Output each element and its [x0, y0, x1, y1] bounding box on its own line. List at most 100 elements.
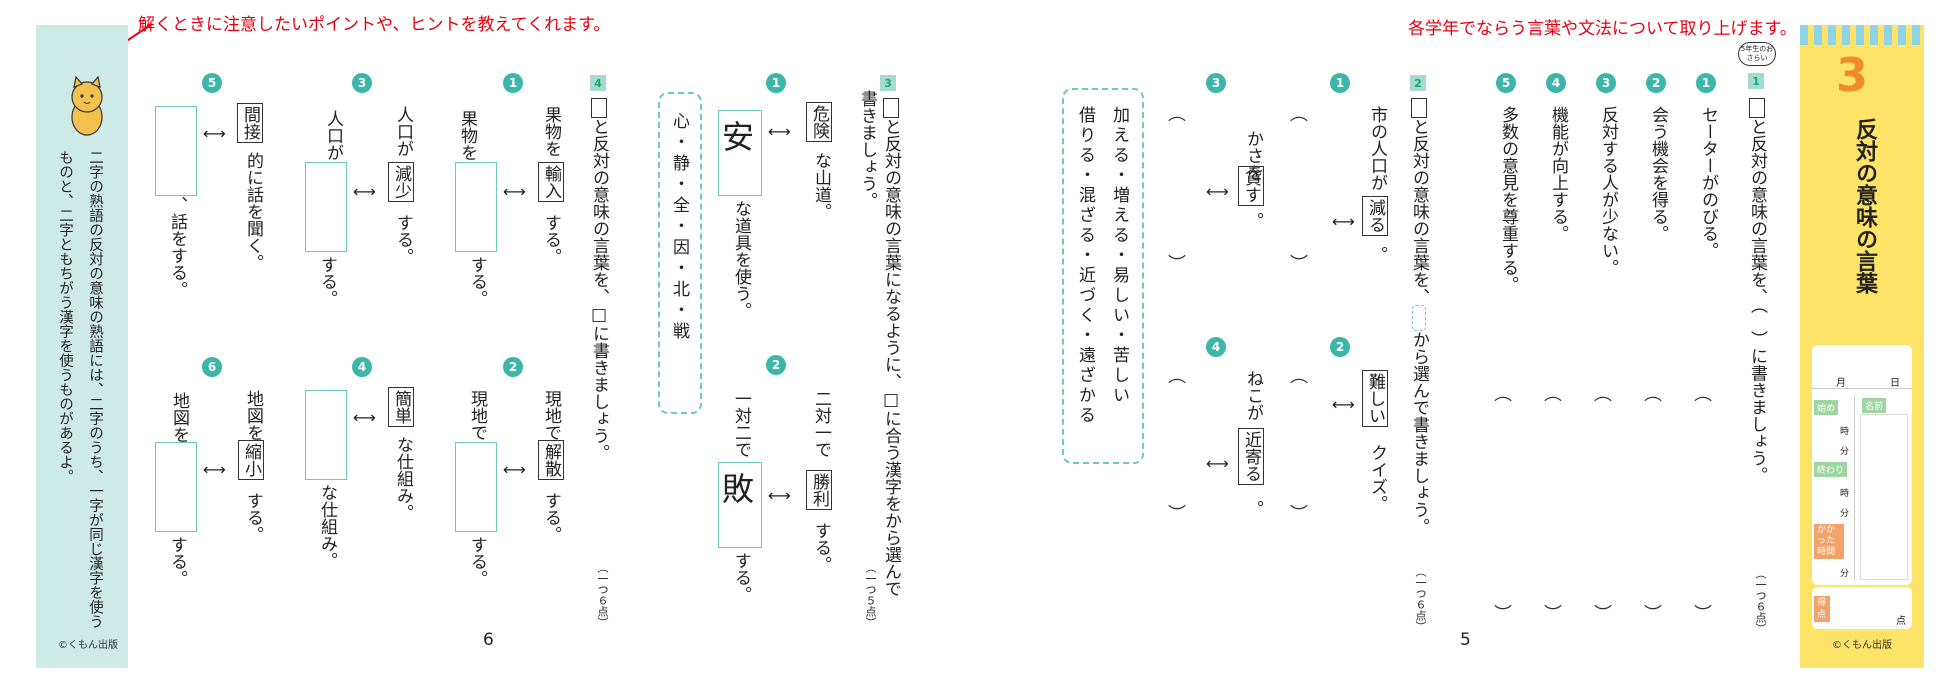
tip-text-col2: ものと、二字ともちがう漢字を使うものがあるよ。 [57, 150, 73, 484]
unit-number: 3 [1836, 48, 1869, 102]
q2-item-2-target: 難しい [1362, 370, 1388, 427]
q4-points: （一つ６点） [596, 562, 609, 628]
start-minute: 分 [1840, 447, 1850, 457]
page-number-5: 5 [1460, 630, 1471, 650]
q2-item-1-arrow: ⟷ [1332, 212, 1355, 231]
q3-choices-box [658, 92, 702, 414]
q1-item-2-badge: 2 [1646, 73, 1666, 93]
q4-item-2-badge: 2 [503, 357, 523, 377]
q1-item-4-paren-top: ︵ [1544, 384, 1562, 405]
q1-item-3-paren-bottom: ︶ [1594, 604, 1612, 625]
q3-item-2-given: 敗 [722, 470, 755, 508]
start-label: 始め [1814, 400, 1839, 415]
q4-item-2-prefix-ans: 現地で [467, 390, 487, 441]
q2-instruction-text: と反対の意味の言葉を、 [1409, 118, 1429, 305]
q4-item-2-suffix: する。 [541, 492, 561, 543]
q1-instruction: と反対の意味の言葉を、（ ）に書きましょう。 [1746, 98, 1768, 484]
q1-item-4-text: 機能が向上する。 [1548, 106, 1568, 242]
q4-item-4-target: 簡単 [388, 387, 414, 427]
q4-item-1-answer-box[interactable] [455, 162, 497, 252]
q2-item-4-target: 近寄る [1238, 428, 1264, 485]
q3-instruction-text: と反対の意味の言葉になるように、□に合う漢字を [881, 118, 901, 512]
q3-item-2-answer-box[interactable] [718, 462, 762, 548]
q4-item-4-answer-box[interactable] [305, 390, 347, 480]
name-column-divider [1854, 396, 1855, 580]
q4-item-4-suffix-ans: な仕組み。 [317, 484, 337, 569]
q2-item-2-arrow: ⟷ [1332, 395, 1355, 414]
q4-item-3-suffix-ans: する。 [317, 256, 337, 307]
q1-item-4-badge: 4 [1546, 73, 1566, 93]
q2-item-2-badge: 2 [1330, 337, 1350, 357]
q3-item-1-target: 危険 [806, 102, 832, 142]
annotation-left: 解くときに注意したいポイントや、ヒントを教えてくれます。 [138, 15, 611, 35]
q2-item-1-prefix: 市の人口が [1367, 106, 1387, 191]
q1-item-3-paren-top: ︵ [1594, 384, 1612, 405]
q2-item-4-paren-top: ︵ [1168, 366, 1186, 387]
cat-mascot-icon [71, 75, 103, 136]
q2-item-4-paren-bottom: ︶ [1168, 504, 1186, 525]
q4-item-3-answer-box[interactable] [305, 162, 347, 252]
q2-item-3-prefix: かさを [1243, 130, 1263, 181]
copyright-right: ©くもん出版 [1832, 640, 1892, 651]
q2-item-2-paren-top: ︵ [1290, 366, 1308, 387]
choice-marker [1412, 305, 1426, 331]
page-number-6: 6 [483, 630, 494, 650]
blank-marker [1749, 98, 1765, 118]
q3-item-1-suffix-ans: な道具を使う。 [731, 200, 751, 319]
q1-instruction-text: と反対の意味の言葉を、（ ）に書きましょう。 [1747, 118, 1767, 484]
q2-item-4-badge: 4 [1206, 337, 1226, 357]
q2-item-1-paren-bottom: ︶ [1290, 254, 1308, 275]
copyright-left: ©くもん出版 [58, 640, 118, 651]
q2-item-1-target: 減る [1362, 196, 1388, 236]
q2-points: （一つ６点） [1414, 566, 1427, 632]
score-label: 得点 [1814, 596, 1830, 622]
q4-instruction-text: と反対の意味の言葉を、□に書きましょう。 [589, 118, 609, 461]
q4-item-6-prefix-ans: 地図を [169, 392, 189, 443]
q3-item-2-suffix: する。 [811, 522, 831, 573]
q2-item-3-suffix: 。 [1243, 212, 1263, 229]
q1-item-1-text: セーターがのびる。 [1698, 106, 1718, 259]
q3-item-2-badge: 2 [766, 355, 786, 375]
q3-item-2-suffix-ans: する。 [731, 552, 751, 603]
start-hour: 時 [1840, 427, 1850, 437]
q1-item-1-paren-bottom: ︶ [1694, 604, 1712, 625]
blank-marker [591, 98, 607, 118]
q1-item-1-badge: 1 [1696, 73, 1716, 93]
q3-badge: 3 [880, 75, 896, 91]
day-label: 日 [1890, 378, 1900, 389]
page-title: 反対の意味の言葉 [1852, 118, 1877, 294]
date-divider [1812, 388, 1912, 389]
q4-item-5-suffix-ans: 、話をする。 [167, 196, 187, 298]
elapsed-label: かかった時間 [1814, 524, 1844, 559]
q4-item-4-arrow: ⟷ [353, 408, 376, 427]
q2-item-4-arrow: ⟷ [1206, 454, 1229, 473]
q2-choices-box [1062, 88, 1144, 464]
q4-item-3-badge: 3 [352, 73, 372, 93]
name-field[interactable] [1860, 414, 1908, 580]
q4-item-5-arrow: ⟷ [203, 124, 226, 143]
q4-item-2-prefix: 現地で [541, 390, 561, 441]
q3-instruction-text-b: から選んで [881, 512, 901, 597]
q3-item-2-target: 勝利 [806, 470, 832, 510]
q3-item-1-given: 安 [722, 118, 755, 156]
q3-instruction-2: 書きましょう。 [857, 90, 877, 209]
tip-text-col1: 二字の熟語の反対の意味の熟語には、二字のうち、一字が同じ漢字を使う [87, 150, 103, 629]
q4-item-5-answer-box[interactable] [155, 106, 197, 196]
end-minute: 分 [1840, 509, 1850, 519]
q4-item-6-badge: 6 [202, 357, 222, 377]
q4-item-2-answer-box[interactable] [455, 442, 497, 532]
q1-item-5-text: 多数の意見を尊重する。 [1498, 106, 1518, 293]
q4-item-6-answer-box[interactable] [155, 442, 197, 532]
q4-item-1-prefix: 果物を [541, 106, 561, 157]
q4-item-5-badge: 5 [202, 73, 222, 93]
q3-item-2-prefix-ans: 一対二で [731, 390, 751, 458]
q4-item-4-badge: 4 [352, 357, 372, 377]
q4-item-5-suffix: 的に話を聞く。 [243, 152, 263, 271]
q4-item-1-prefix-ans: 果物を [457, 110, 477, 161]
q1-item-5-paren-top: ︵ [1494, 384, 1512, 405]
q3-item-1-answer-box[interactable] [718, 110, 762, 196]
q3-item-2-arrow: ⟷ [768, 486, 791, 505]
q2-item-4-suffix: 。 [1243, 500, 1263, 517]
q2-item-3-paren-bottom: ︶ [1168, 254, 1186, 275]
q4-item-1-suffix-ans: する。 [467, 256, 487, 307]
